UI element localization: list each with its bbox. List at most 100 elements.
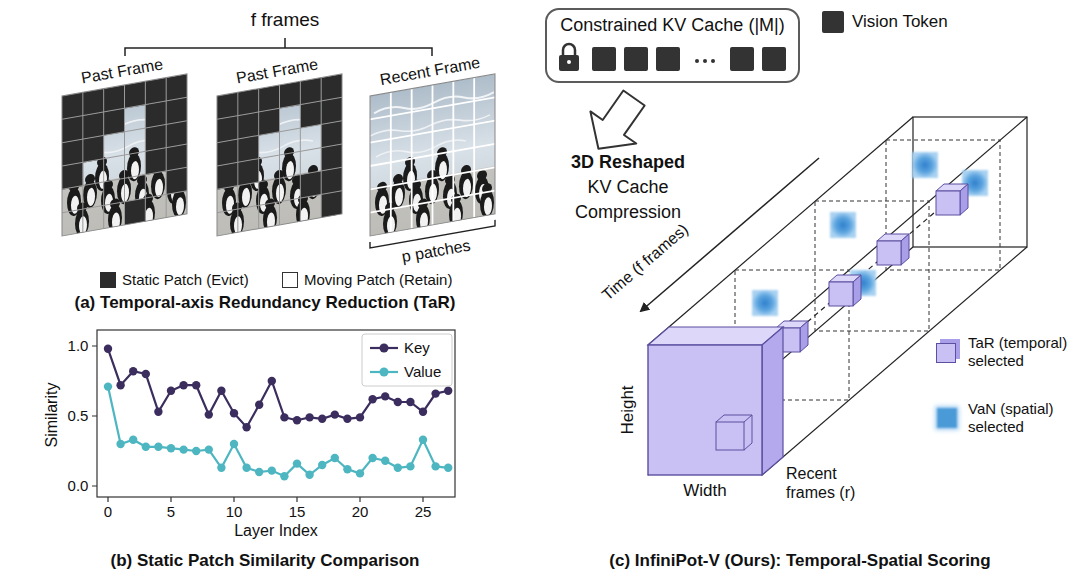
static-patch bbox=[125, 198, 146, 225]
value-marker bbox=[280, 472, 288, 480]
static-patch bbox=[166, 167, 187, 194]
key-marker bbox=[394, 398, 402, 406]
static-patch bbox=[217, 162, 238, 189]
static-patch bbox=[166, 97, 187, 124]
static-patch bbox=[145, 78, 166, 105]
panel-caption: (c) InfiniPot-V (Ours): Temporal-Spatial… bbox=[609, 551, 990, 571]
tar-cube-front bbox=[829, 282, 853, 306]
label: Time (f frames) bbox=[598, 220, 692, 305]
value-marker bbox=[116, 440, 124, 448]
key-marker bbox=[318, 415, 326, 423]
tar-cube-front bbox=[936, 191, 960, 215]
value-marker bbox=[154, 443, 162, 451]
value-marker bbox=[444, 464, 452, 472]
static-patch bbox=[145, 148, 166, 175]
label: 0 bbox=[104, 503, 112, 521]
plot-frame bbox=[97, 330, 455, 497]
static-patch bbox=[280, 81, 301, 108]
static-patch bbox=[321, 74, 342, 101]
static-patch bbox=[300, 101, 321, 128]
key-marker bbox=[444, 387, 452, 395]
key-marker bbox=[116, 381, 124, 389]
van-token bbox=[752, 290, 778, 316]
key-marker bbox=[368, 395, 376, 403]
value-marker bbox=[305, 471, 313, 479]
value-marker bbox=[368, 454, 376, 462]
legend-swatch bbox=[282, 272, 298, 288]
legend-swatch bbox=[822, 11, 844, 33]
static-patch bbox=[321, 191, 342, 218]
static-patch bbox=[166, 144, 187, 171]
static-patch bbox=[166, 121, 187, 148]
past-frame bbox=[62, 74, 187, 243]
value-marker bbox=[104, 382, 112, 390]
key-marker bbox=[419, 408, 427, 416]
patch-grid bbox=[452, 81, 454, 221]
value-marker bbox=[179, 445, 187, 453]
value-marker bbox=[356, 469, 364, 477]
static-patch bbox=[217, 92, 238, 119]
node-title: Constrained KV Cache (|M|) bbox=[547, 10, 798, 37]
frames-bracket bbox=[125, 38, 432, 56]
value-line bbox=[108, 387, 448, 477]
static-patch bbox=[125, 81, 146, 108]
static-patch bbox=[145, 124, 166, 151]
static-patch bbox=[83, 135, 104, 162]
patch-grid bbox=[217, 191, 342, 213]
label: 5 bbox=[167, 503, 175, 521]
static-patch bbox=[238, 89, 259, 116]
frame-image bbox=[62, 74, 187, 236]
value-sample-dot bbox=[380, 368, 389, 377]
key-marker bbox=[167, 387, 175, 395]
static-patch bbox=[238, 135, 259, 162]
static-patch bbox=[166, 74, 187, 101]
patch-grid bbox=[217, 144, 342, 166]
key-marker bbox=[255, 401, 263, 409]
recent-slab-top bbox=[648, 327, 783, 345]
legend-text: Vision Token bbox=[852, 12, 948, 32]
value-marker bbox=[343, 465, 351, 473]
patch-grid bbox=[62, 144, 187, 166]
past-frame bbox=[217, 74, 342, 243]
panel-caption: (b) Static Patch Similarity Comparison bbox=[111, 551, 420, 571]
frame-image bbox=[217, 74, 342, 236]
recent-slab-front bbox=[648, 345, 762, 475]
key-marker bbox=[242, 423, 250, 431]
patch-grid bbox=[166, 78, 167, 218]
legend-text: TaR (temporal) selected bbox=[968, 334, 1074, 370]
patch-grid bbox=[300, 81, 301, 221]
value-marker bbox=[255, 468, 263, 476]
value-marker bbox=[394, 464, 402, 472]
label: 15 bbox=[289, 503, 306, 521]
static-patch bbox=[259, 108, 280, 135]
static-patch bbox=[300, 171, 321, 198]
value-marker bbox=[142, 443, 150, 451]
key-marker bbox=[280, 413, 288, 421]
patch-grid bbox=[217, 167, 342, 189]
static-patch bbox=[238, 159, 259, 186]
label: 25 bbox=[415, 503, 432, 521]
tar-cube-side bbox=[960, 184, 968, 215]
van-token bbox=[830, 212, 856, 238]
value-marker bbox=[431, 462, 439, 470]
key-marker bbox=[356, 413, 364, 421]
static-patch bbox=[217, 116, 238, 143]
label: Width bbox=[683, 481, 726, 501]
value-marker bbox=[331, 454, 339, 462]
key-marker bbox=[305, 413, 313, 421]
static-patch bbox=[62, 116, 83, 143]
key-marker bbox=[129, 367, 137, 375]
legend-text: Static Patch (Evict) bbox=[122, 271, 249, 289]
key-marker bbox=[104, 345, 112, 353]
recent-frame bbox=[370, 74, 495, 248]
key-marker bbox=[406, 398, 414, 406]
value-marker bbox=[129, 436, 137, 444]
static-patch bbox=[83, 112, 104, 139]
static-patch bbox=[300, 78, 321, 105]
static-patch bbox=[321, 97, 342, 124]
tar-cube-side bbox=[901, 234, 909, 265]
value-marker bbox=[268, 466, 276, 474]
label: Similarity bbox=[42, 383, 61, 448]
